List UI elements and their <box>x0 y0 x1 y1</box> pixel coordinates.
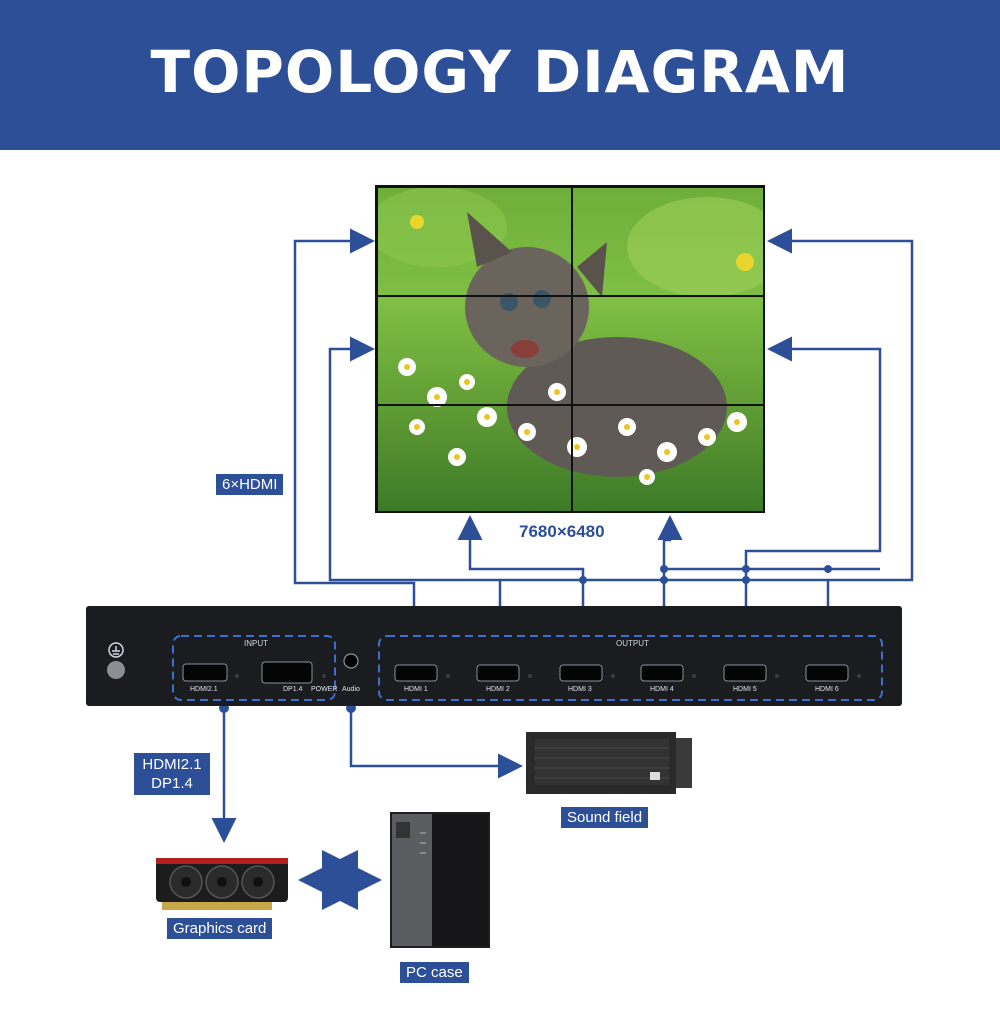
port-label-hdmi21: HDMI2.1 <box>190 686 218 693</box>
port-label-power: POWER <box>311 686 338 693</box>
input-type-dp: DP1.4 <box>151 775 193 792</box>
output-label-hdmi1: HDMI 1 <box>404 686 428 693</box>
input-type-hdmi: HDMI2.1 <box>142 756 202 773</box>
resolution-label: 7680×6480 <box>519 522 605 541</box>
output-label-hdmi2: HDMI 2 <box>486 686 510 693</box>
input-type-label: HDMI2.1 DP1.4 <box>134 753 210 795</box>
port-label-audio: Audio <box>342 686 360 693</box>
wall-panel <box>377 187 572 296</box>
output-label-hdmi5: HDMI 5 <box>733 686 757 693</box>
output-label-hdmi4: HDMI 4 <box>650 686 674 693</box>
video-wall-image <box>375 185 765 513</box>
output-label-hdmi3: HDMI 3 <box>568 686 592 693</box>
graphics-card-label: Graphics card <box>167 918 273 939</box>
hdmi-count-label: 6×HDMI <box>216 474 284 495</box>
wall-panel <box>572 296 763 405</box>
speaker-icon <box>526 732 692 794</box>
output-label-hdmi6: HDMI 6 <box>815 686 839 693</box>
input-section-label: INPUT <box>241 639 271 648</box>
output-section-label: OUTPUT <box>613 639 652 648</box>
pc-tower-icon <box>390 812 490 948</box>
wall-panel <box>377 405 572 511</box>
wall-panel <box>572 405 763 511</box>
pc-case-label: PC case <box>400 962 469 983</box>
sound-field-label: Sound field <box>561 807 649 828</box>
page-title: TOPOLOGY DIAGRAM <box>150 38 850 106</box>
controller-device: INPUT OUTPUT HDMI2.1 DP1.4 POWER Audio H… <box>86 606 902 706</box>
ground-icon <box>108 642 124 658</box>
header-banner <box>0 0 1000 150</box>
wall-panel <box>572 187 763 296</box>
gpu-icon <box>156 858 288 910</box>
port-label-dp14: DP1.4 <box>283 686 303 693</box>
wall-panel <box>377 296 572 405</box>
